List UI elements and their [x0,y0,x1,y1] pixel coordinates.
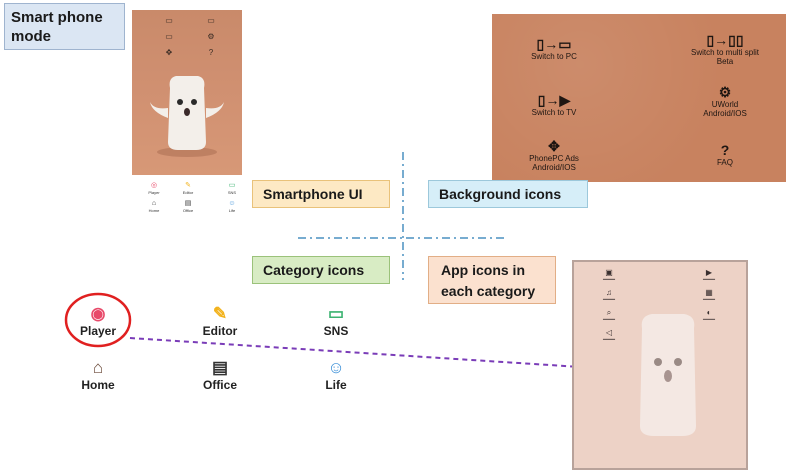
app-row-3-right: ◐━━━━ [702,308,716,323]
people-icon: ☺ [327,358,345,377]
callout-category-icons: Category icons [252,256,390,284]
app-row-3-left: ⌕━━━━ [602,308,616,323]
phonepc-ads-item: ✥ PhonePC Ads Android/IOS [514,138,594,172]
callout-smartphone-ui: Smartphone UI [252,180,390,208]
mini-category-life: ☺Life [228,200,236,213]
app-row-1-right: ▶━━━━ [702,268,716,283]
uworld-item: ⚙ UWorld Android/IOS [680,84,770,118]
mini-switch-pc-icon: ▭ [165,16,173,25]
app-row-2-right: ▦━━━━ [702,288,716,303]
category-player[interactable]: ◉ Player [68,304,128,338]
pencil-icon: ✎ [212,304,228,323]
house-icon: ⌂ [92,358,104,377]
switch-multi-split-item: ▯→▯▯ Switch to multi split Beta [670,32,780,66]
callout-app-icons: App icons in each category [428,256,556,304]
play-circle-icon: ◉ [90,304,106,323]
phone-to-pc-icon: ▯→▭ [536,36,572,52]
category-editor[interactable]: ✎ Editor [190,304,250,338]
multi-split-icon: ▯→▯▯ [706,32,744,48]
switch-to-tv-item: ▯→▶ Switch to TV [514,92,594,117]
app-icons-screen: ▣━━━━ ▶━━━━ ♫━━━━ ▦━━━━ ⌕━━━━ ◐━━━━ ◁━━━… [572,260,748,470]
mini-category-editor: ✎Editor [182,182,194,195]
mini-multi-split-icon: ▭ [207,16,215,25]
mini-ads-icon: ✥ [165,48,173,57]
document-icon: ▤ [211,358,229,377]
mini-faq-icon: ? [208,48,214,57]
faq-item: ? FAQ [690,142,760,167]
category-home[interactable]: ⌂ Home [68,358,128,392]
gear-icon: ⚙ [718,84,732,100]
app-row-2-left: ♫━━━━ [602,288,616,303]
smartphone-screen: ▭ ▭ ✥ ▭ ⚙ ? [132,10,242,175]
mini-category-office: ▤Office [182,200,194,213]
category-office[interactable]: ▤ Office [190,358,250,392]
question-icon: ? [720,142,730,158]
mode-label: Smart phone mode [4,3,125,50]
phone-to-tv-icon: ▯→▶ [537,92,571,108]
mini-category-sns: ▭SNS [227,182,237,195]
chat-bubble-icon: ▭ [327,304,345,323]
background-icons-panel: ▯→▭ Switch to PC ▯→▯▯ Switch to multi sp… [492,14,786,182]
dashed-arrow [129,337,600,376]
mini-category-home: ⌂Home [148,200,160,213]
highlight-circle [64,292,132,348]
switch-to-pc-item: ▯→▭ Switch to PC [514,36,594,61]
faded-mascot [640,314,696,436]
category-life[interactable]: ☺ Life [306,358,366,392]
mini-category-player: ◎Player [148,182,160,195]
mascot-figure [150,76,224,157]
app-row-4-left: ◁━━━━ [602,328,616,343]
category-sns[interactable]: ▭ SNS [306,304,366,338]
ads-icon: ✥ [548,138,560,154]
mini-switch-tv-icon: ▭ [165,32,173,41]
app-row-1-left: ▣━━━━ [602,268,616,283]
mini-uworld-icon: ⚙ [207,32,215,41]
callout-background-icons: Background icons [428,180,588,208]
